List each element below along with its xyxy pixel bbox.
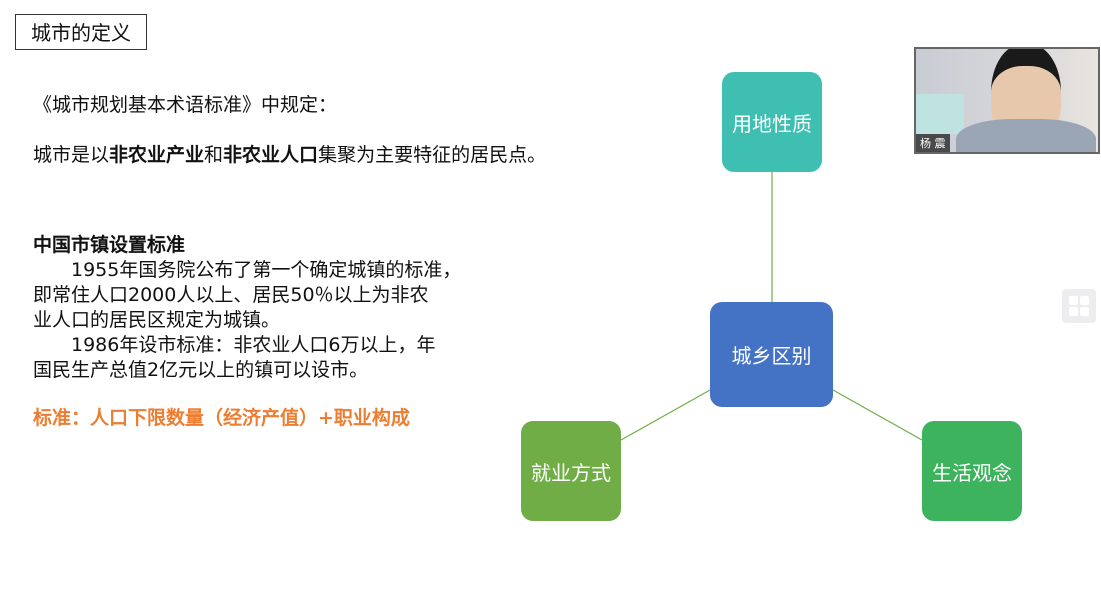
node-employment: 就业方式 [521,421,621,521]
slide-title: 城市的定义 [15,14,147,50]
paragraph-line: 即常住人口2000人以上、居民50％以上为非农 [33,284,429,306]
paragraph-line: 国民生产总值2亿元以上的镇可以设市。 [33,359,369,381]
section-heading: 中国市镇设置标准 [33,234,186,256]
standard-reference: 《城市规划基本术语标准》中规定： [33,94,338,116]
participant-shirt [956,119,1096,152]
paragraph-line: 1986年设市标准：非农业人口6万以上，年 [33,334,436,356]
node-land-use: 用地性质 [722,72,822,172]
grid-view-button[interactable] [1062,289,1096,323]
paragraph-line: 业人口的居民区规定为城镇。 [33,309,281,331]
participant-name: 杨 震 [916,134,950,152]
background-pillow [916,94,964,134]
node-urban-rural-difference: 城乡区别 [710,302,833,407]
city-definition: 城市是以非农业产业和非农业人口集聚为主要特征的居民点。 [33,144,547,166]
standard-summary: 标准：人口下限数量（经济产值）+职业构成 [33,407,410,429]
connector-right [832,389,923,441]
webcam-video[interactable]: 杨 震 [914,47,1100,154]
connector-left [620,389,711,441]
node-lifestyle: 生活观念 [922,421,1022,521]
paragraph-line: 1955年国务院公布了第一个确定城镇的标准， [33,259,462,281]
